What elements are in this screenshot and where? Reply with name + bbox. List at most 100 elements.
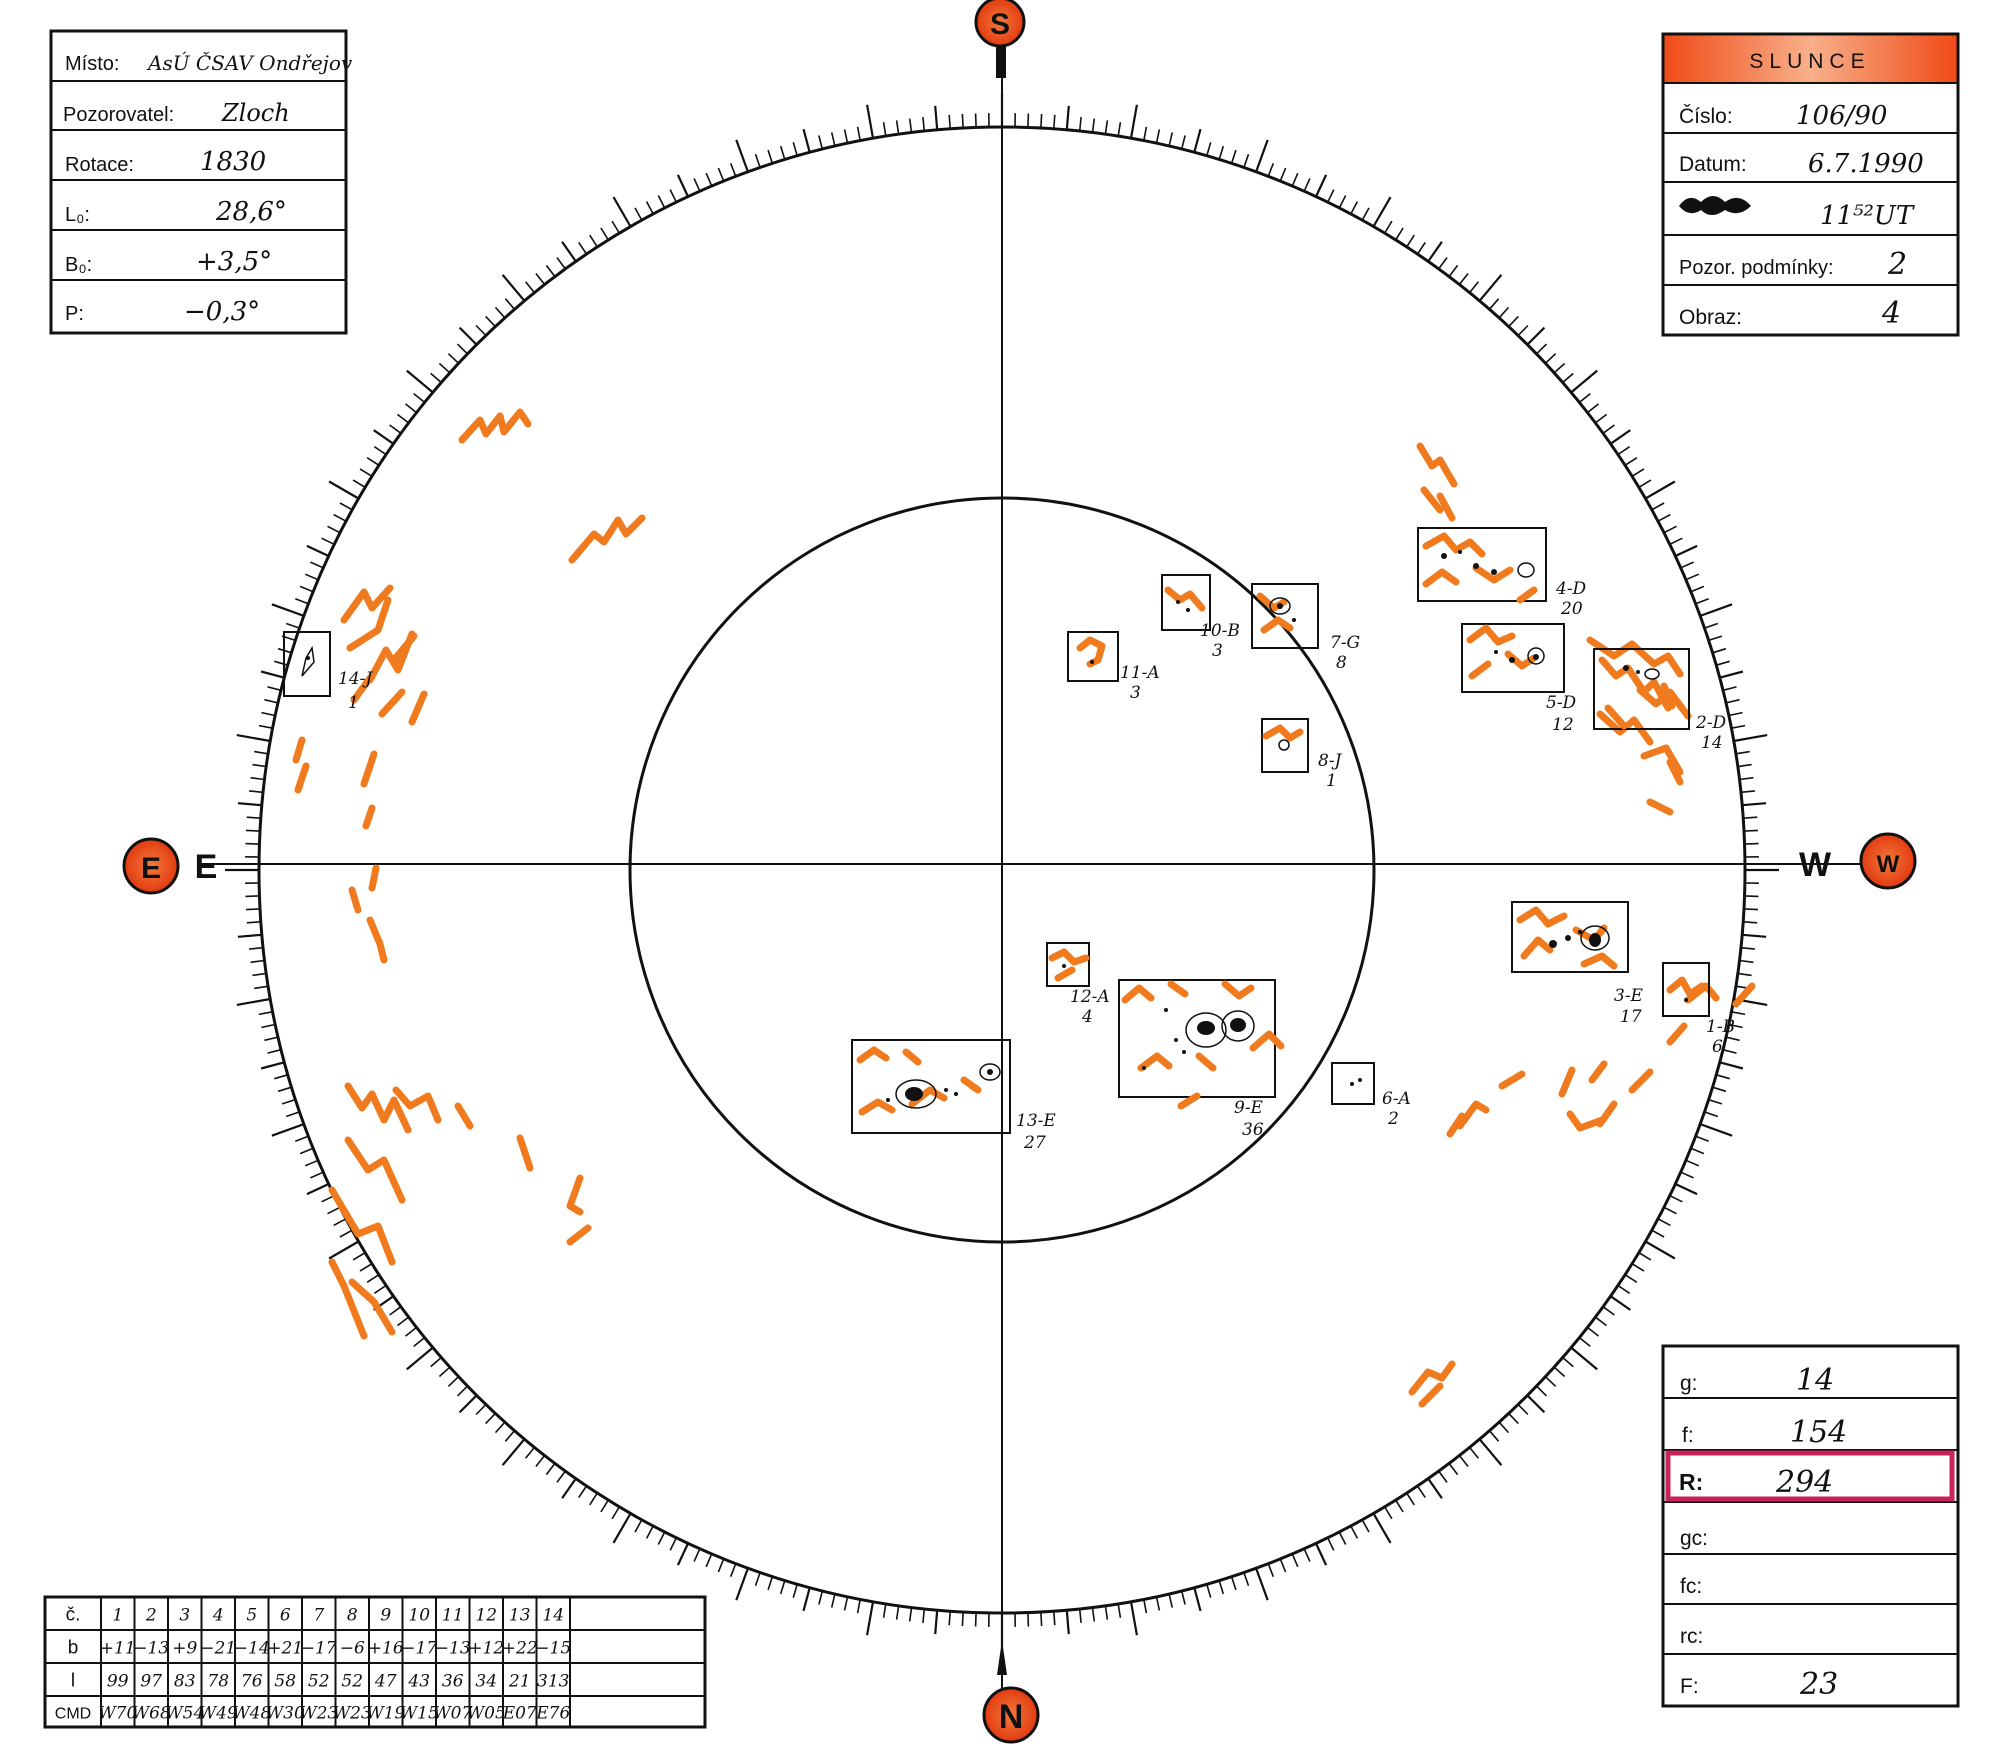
table-header-cell: 5	[246, 1606, 257, 1626]
table-cell: 97	[140, 1672, 162, 1692]
limb-tick	[1143, 126, 1148, 141]
limb-tick	[1578, 392, 1591, 404]
group-6-A: 6-A 2	[1331, 1062, 1411, 1129]
limb-tick	[1712, 647, 1727, 654]
fc-label: fc:	[1680, 1575, 1702, 1598]
conditions-value: 2	[1887, 247, 1907, 282]
spot	[1174, 1038, 1178, 1042]
table-cell: 58	[274, 1672, 296, 1692]
limb-tick	[545, 1462, 556, 1476]
limb-tick	[1674, 544, 1698, 557]
limb-tick	[1338, 1531, 1347, 1545]
limb-tick	[1458, 1455, 1469, 1467]
limb-tick	[310, 561, 324, 569]
limb-tick	[1535, 343, 1548, 355]
conditions-label: Pozor. podmínky:	[1679, 257, 1834, 279]
limb-tick	[1553, 362, 1566, 374]
group-plage	[1598, 656, 1676, 730]
limb-tick	[485, 1412, 496, 1425]
table-cell: +21	[267, 1639, 303, 1659]
limb-tick	[366, 1274, 380, 1283]
limb-tick	[634, 1519, 643, 1533]
g-label: g:	[1680, 1372, 1698, 1395]
limb-tick	[327, 1206, 341, 1215]
group-count: 14	[1701, 733, 1723, 753]
group-id: 8-J	[1318, 751, 1343, 771]
panel-header: SLUNCE	[1749, 50, 1870, 73]
group-id: 9-E	[1234, 1098, 1264, 1118]
limb-tick	[352, 1252, 366, 1261]
limb-tick	[1602, 1306, 1615, 1316]
limb-tick	[948, 1611, 951, 1626]
limb-tick	[556, 1470, 566, 1483]
limb-tick	[1193, 128, 1202, 153]
limb-tick	[1129, 1601, 1138, 1636]
limb-tick	[1243, 1572, 1250, 1587]
limb-tick	[1663, 1206, 1677, 1215]
limb-tick	[406, 369, 434, 394]
table-header-cell: 3	[179, 1606, 190, 1626]
group-id: 5-D	[1546, 693, 1577, 713]
limb-tick	[1218, 145, 1225, 160]
limb-tick	[295, 1135, 309, 1143]
limb-tick	[1053, 1611, 1056, 1626]
limb-tick	[1594, 413, 1608, 424]
group-count: 17	[1620, 1007, 1642, 1027]
limb-tick	[237, 933, 262, 938]
table-row-label: b	[68, 1638, 79, 1659]
limb-tick	[1602, 424, 1615, 434]
limb-tick	[1350, 201, 1359, 215]
limb-tick	[1644, 1240, 1676, 1260]
group-box	[1417, 527, 1547, 602]
limb-tick	[1206, 1583, 1212, 1598]
limb-tick	[1669, 537, 1683, 546]
group-count: 27	[1023, 1133, 1046, 1153]
limb-tick	[373, 429, 395, 445]
limb-tick	[1406, 1492, 1415, 1506]
image-value: 4	[1881, 296, 1901, 331]
limb-tick	[304, 1159, 319, 1167]
limb-tick	[866, 1601, 875, 1636]
spot	[1186, 608, 1190, 612]
limb-tick	[1078, 1608, 1082, 1623]
limb-tick	[1657, 1218, 1671, 1227]
west-letter: W	[1877, 851, 1900, 878]
limb-tick	[545, 264, 556, 278]
limb-tick	[1406, 234, 1415, 248]
limb-tick	[1695, 597, 1709, 605]
limb-tick	[1535, 1385, 1548, 1397]
north-badge	[982, 1686, 1040, 1744]
b0-label: B₀:	[65, 254, 92, 276]
limb-tick	[1279, 1558, 1287, 1573]
group-plage	[1164, 586, 1206, 612]
flocculi-label: F:	[1680, 1675, 1699, 1698]
limb-tick	[792, 142, 798, 157]
limb-tick	[1739, 959, 1754, 964]
table-header-cell: 2	[145, 1606, 157, 1626]
group-2-D: 2-D 14	[1593, 648, 1727, 753]
group-count: 4	[1081, 1007, 1093, 1027]
limb-tick	[1384, 1506, 1393, 1520]
group-10-B: 10-B 3	[1161, 574, 1240, 661]
limb-tick	[413, 1336, 426, 1348]
limb-tick	[1685, 1159, 1700, 1167]
limb-tick	[830, 132, 836, 147]
north-pointer	[997, 1640, 1007, 1675]
spot	[1565, 935, 1571, 941]
drawing-info-panel: SLUNCE Číslo: 106/90 Datum: 6.7.1990 11⁵…	[1661, 32, 1960, 337]
east-letter: E	[141, 852, 161, 885]
limb-tick	[1609, 1295, 1631, 1311]
limb-tick	[717, 1558, 725, 1573]
limb-tick	[1562, 1356, 1574, 1368]
limb-tick	[1743, 908, 1759, 911]
spot	[1623, 665, 1629, 671]
limb-tick	[1218, 1580, 1225, 1595]
number-value: 106/90	[1796, 101, 1887, 131]
limb-tick	[792, 1583, 798, 1598]
spot	[1494, 650, 1498, 654]
limb-tick	[333, 513, 347, 522]
table-row-label: č.	[66, 1605, 81, 1626]
limb-tick	[1104, 120, 1109, 135]
group-plage	[1048, 948, 1090, 982]
group-1-B: 1-B 6	[1662, 962, 1735, 1057]
